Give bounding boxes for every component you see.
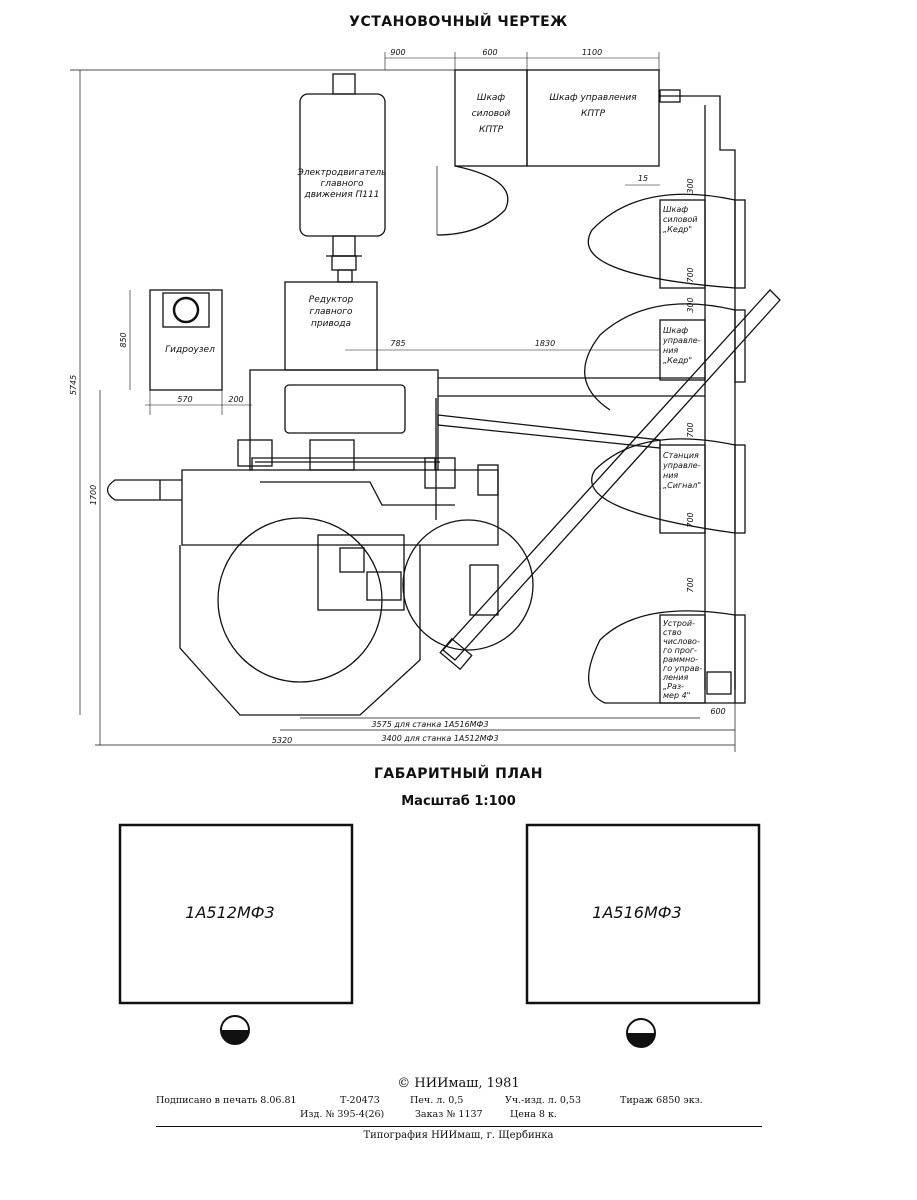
plan-title: ГАБАРИТНЫЙ ПЛАН: [374, 766, 543, 782]
svg-text:1700: 1700: [89, 485, 98, 505]
svg-text:5320: 5320: [272, 736, 292, 745]
svg-text:го прог-: го прог-: [663, 646, 697, 655]
plan-right-model: 1А516МФ3: [592, 903, 681, 922]
svg-text:785: 785: [390, 339, 405, 348]
operator-mark-right-icon: [626, 1018, 656, 1048]
svg-text:200: 200: [228, 395, 243, 404]
svg-text:3575 для станка 1А516МФ3: 3575 для станка 1А516МФ3: [371, 720, 488, 729]
svg-text:„Кедр": „Кедр": [663, 356, 692, 365]
svg-text:раммно-: раммно-: [662, 655, 698, 664]
svg-text:570: 570: [177, 395, 192, 404]
svg-text:ления: ления: [662, 673, 688, 682]
svg-text:мер 4": мер 4": [663, 691, 690, 700]
dim-5745: 5745: [69, 375, 78, 395]
svg-text:КПТР: КПТР: [479, 125, 504, 135]
svg-text:850: 850: [119, 332, 128, 347]
svg-text:ство: ство: [663, 628, 682, 637]
plan-right-frame: [525, 823, 761, 1005]
svg-text:силовой: силовой: [663, 215, 697, 224]
svg-text:привода: привода: [311, 319, 351, 329]
drawing-title: УСТАНОВОЧНЫЙ ЧЕРТЕЖ: [349, 14, 568, 30]
svg-text:700: 700: [686, 267, 695, 282]
plan-left-model: 1А512МФ3: [185, 903, 274, 922]
svg-text:движения П111: движения П111: [304, 190, 380, 200]
svg-text:КПТР: КПТР: [581, 109, 606, 119]
hydro-label: Гидроузел: [165, 345, 215, 355]
cabinet-power-kedr: [659, 199, 706, 289]
signed-date: Подписано в печать 8.06.81: [156, 1095, 297, 1106]
reducer-label: Редуктор: [309, 295, 354, 305]
motor-label: Электродвигатель: [297, 168, 387, 178]
plan-left-frame: [118, 823, 354, 1005]
svg-text:300: 300: [686, 178, 695, 193]
hydro-unit: [149, 289, 223, 391]
svg-text:600: 600: [710, 707, 725, 716]
svg-text:300: 300: [686, 297, 695, 312]
svg-text:Шкаф: Шкаф: [663, 205, 688, 214]
svg-text:600: 600: [482, 48, 497, 57]
svg-text:„Сигнал": „Сигнал": [663, 481, 701, 490]
scale-label: Масштаб 1:100: [401, 794, 516, 809]
dim-900: 900: [390, 48, 405, 57]
svg-text:Шкаф: Шкаф: [477, 93, 506, 103]
copyright: © НИИмаш, 1981: [397, 1076, 520, 1091]
overall-plans: 1А512МФ3 1А516МФ3: [118, 823, 761, 1048]
printer: Типография НИИмаш, г. Щербинка: [363, 1130, 554, 1141]
svg-text:Станция: Станция: [663, 451, 699, 460]
imprint-divider: [156, 1126, 762, 1127]
svg-text:ния: ния: [663, 346, 678, 355]
svg-text:1100: 1100: [582, 48, 602, 57]
svg-text:числово-: числово-: [663, 637, 700, 646]
svg-text:„Кедр": „Кедр": [663, 225, 692, 234]
cabinet-control-kptr: [526, 69, 660, 167]
svg-text:Шкаф управления: Шкаф управления: [549, 93, 637, 103]
svg-text:15: 15: [638, 174, 648, 183]
svg-text:ния: ния: [663, 471, 678, 480]
operator-mark-left-icon: [220, 1015, 250, 1045]
svg-text:700: 700: [686, 422, 695, 437]
svg-text:700: 700: [686, 577, 695, 592]
svg-text:700: 700: [686, 512, 695, 527]
svg-text:главного: главного: [310, 307, 353, 317]
station-signal: [659, 444, 706, 534]
svg-text:главного: главного: [321, 179, 364, 189]
svg-text:1830: 1830: [535, 339, 555, 348]
svg-text:„Раз-: „Раз-: [663, 682, 684, 691]
installation-drawing: Электродвигатель главного движения П111 …: [69, 48, 781, 752]
svg-text:3400 для станка 1А512МФ3: 3400 для станка 1А512МФ3: [381, 734, 498, 743]
svg-text:го управ-: го управ-: [663, 664, 702, 673]
svg-text:управле-: управле-: [662, 461, 701, 470]
svg-text:Устрой-: Устрой-: [663, 619, 695, 628]
svg-text:управле-: управле-: [662, 336, 701, 345]
svg-text:силовой: силовой: [472, 109, 511, 119]
svg-text:Шкаф: Шкаф: [663, 326, 688, 335]
motor-body: [299, 93, 386, 237]
